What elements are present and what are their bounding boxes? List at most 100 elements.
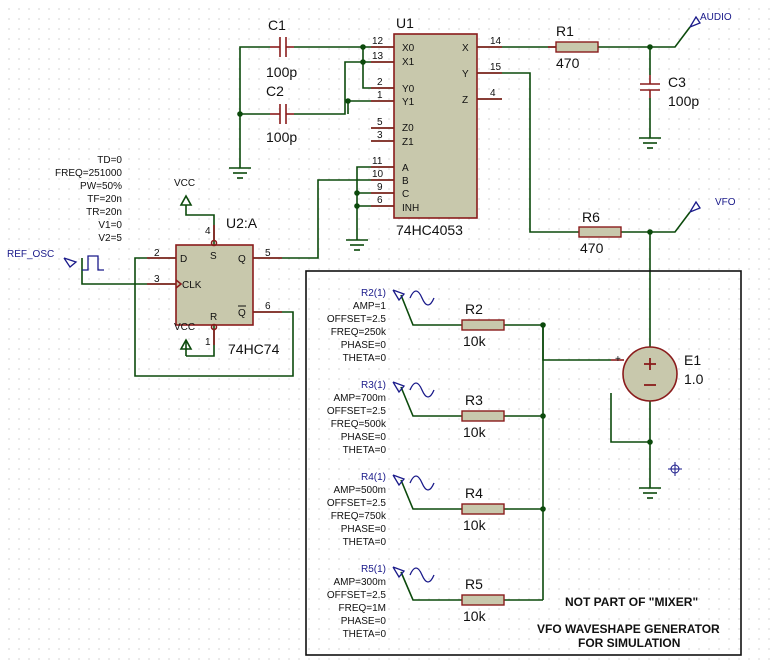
resistor-r2[interactable] [461,319,505,331]
r3-ref: R3 [465,392,483,408]
wire-c2-right [294,61,363,115]
source-param: AMP=500m [333,485,386,496]
wire-b-q [253,179,394,259]
u2-pin-number: 2 [154,248,160,259]
u2-pin-qbar: Q [238,308,246,319]
r5-value: 10k [463,608,487,624]
u1-pin-number: 1 [377,90,383,101]
sine-source-icon [392,381,435,398]
u1-pin-name: A [402,163,409,174]
source-ref: R5(1) [361,564,386,575]
u1-pin-number: 3 [377,130,383,141]
wire-r1-c3 [598,46,651,75]
u2-pin-d: D [180,254,187,265]
wire-src3 [400,386,462,417]
u1-pin-number: 4 [490,88,496,99]
u1-pin-name: B [402,176,409,187]
note-for-simulation: FOR SIMULATION [578,636,680,650]
source-param: THETA=0 [343,537,387,548]
sine-source-icon [392,289,435,306]
u1-pin-number: 2 [377,77,383,88]
r4-value: 10k [463,517,487,533]
ref-osc-param: FREQ=251000 [55,168,122,179]
u2-pin-number: 1 [205,337,211,348]
u1-pin-name: INH [402,203,419,214]
u2-pin-s: S [210,251,217,262]
r1-value: 470 [556,55,580,71]
source-param: THETA=0 [343,629,387,640]
ref-osc-param: TR=20n [86,207,122,218]
u1-pin-number: 9 [377,182,383,193]
u1-pin-number: 10 [372,169,384,180]
resistor-r1[interactable] [548,41,599,53]
u1-pin-name: Y1 [402,97,415,108]
u2-pin-number: 5 [265,248,271,259]
u1-pin-name: X1 [402,57,415,68]
u1-pin-name: Z1 [402,137,414,148]
wire-src5 [400,571,462,601]
note-vfo-generator: VFO WAVESHAPE GENERATOR [537,622,720,636]
source-param: FREQ=250k [331,327,387,338]
c1-value: 100p [266,64,297,80]
ic-u2[interactable] [147,225,282,345]
junction-dot [354,203,360,209]
ref-osc-param: V1=0 [98,220,122,231]
r1-ref: R1 [556,23,574,39]
junction-dot [360,59,366,65]
u1-pin-number: 15 [490,62,502,73]
simulation-box [305,270,742,656]
u1-part: 74HC4053 [396,222,463,238]
source-param: AMP=300m [333,577,386,588]
u1-ref: U1 [396,15,414,31]
u2-pin-number: 3 [154,274,160,285]
capacitor-c1[interactable] [270,37,294,57]
u2-pin-q: Q [238,254,246,265]
junction-dot [540,322,546,328]
resistor-r6[interactable] [578,226,622,238]
source-param: PHASE=0 [341,616,387,627]
resistor-r4[interactable] [461,503,505,515]
source-param: PHASE=0 [341,432,387,443]
c1-ref: C1 [268,17,286,33]
vfo-terminal-icon [689,200,701,213]
wire-s-vcc [185,205,215,245]
r2-value: 10k [463,333,487,349]
e1-ref: E1 [684,352,701,368]
wire-c1-left [239,46,270,165]
e1-value: 1.0 [684,371,704,387]
source-param: OFFSET=2.5 [327,314,387,325]
wire-y-r6 [477,72,579,233]
r6-ref: R6 [582,209,600,225]
vcvs-e1[interactable]: + [611,346,678,402]
vcc-arrow-icon [179,194,193,206]
u2-pin-r: R [210,312,217,323]
u1-pin-name: Z [462,95,468,106]
source-param: PHASE=0 [341,340,387,351]
source-param: PHASE=0 [341,524,387,535]
ground-icon [639,137,661,149]
source-param: AMP=1 [353,301,387,312]
source-param: FREQ=500k [331,419,387,430]
capacitor-c3[interactable] [640,75,660,98]
u1-pin-name: C [402,189,409,200]
source-param: FREQ=1M [338,603,386,614]
ic-u1[interactable] [371,33,502,219]
c3-ref: C3 [668,74,686,90]
ground-icon [229,165,251,179]
junction-dot [647,44,653,50]
wire-e1-neg [610,393,650,443]
resistor-r5[interactable] [461,594,505,606]
wire-qbar-d [134,257,294,377]
source-param: OFFSET=2.5 [327,406,387,417]
u1-pin-number: 6 [377,195,383,206]
junction-dot [647,439,653,445]
resistor-r3[interactable] [461,410,505,422]
vfo-label: VFO [715,197,736,208]
u1-pin-name: Y0 [402,84,415,95]
capacitor-c2[interactable] [270,104,294,124]
sine-source-icon [392,474,435,491]
ground-icon [346,239,368,251]
wires [81,26,691,601]
wire-src2 [400,294,462,326]
